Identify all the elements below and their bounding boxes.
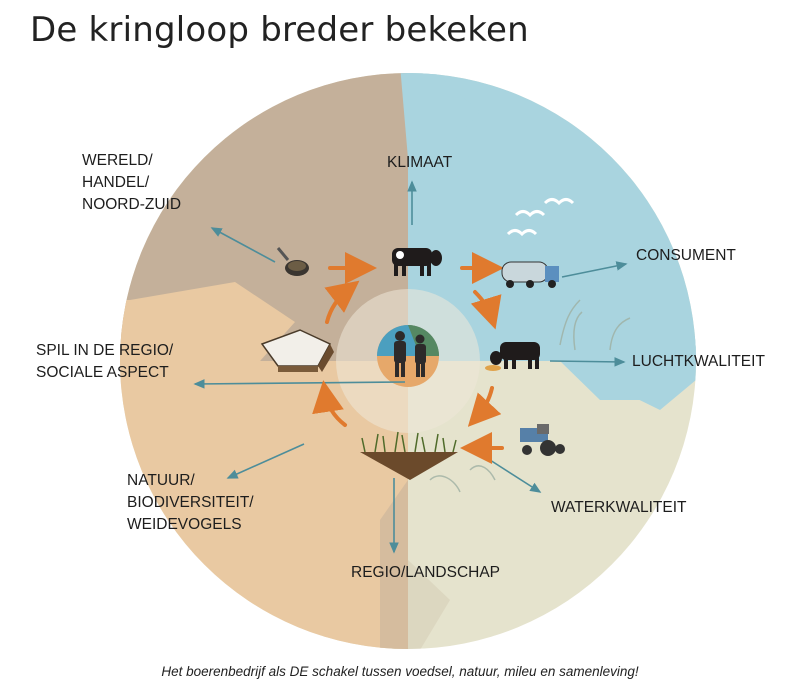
label-waterkwaliteit: WATERKWALITEIT (551, 499, 687, 516)
label-spil: SPIL IN DE REGIO/ SOCIALE ASPECT (36, 340, 173, 384)
cycle-arrow-7 (324, 280, 360, 324)
silage-icon (260, 329, 334, 372)
label-spil-line1: SPIL IN DE REGIO/ (36, 342, 174, 359)
milk-truck-icon (501, 261, 559, 288)
label-wereld-line2: HANDEL/ (82, 174, 150, 191)
label-natuur: NATUUR/ BIODIVERSITEIT/ WEIDEVOGELS (127, 470, 254, 536)
arrow-natuur (226, 443, 305, 479)
arrow-consument (561, 261, 628, 278)
arrow-lucht (549, 357, 626, 367)
label-natuur-line3: WEIDEVOGELS (127, 516, 242, 533)
label-luchtkwaliteit: LUCHTKWALITEIT (632, 353, 765, 370)
arrow-spil (193, 379, 406, 389)
label-consument: CONSUMENT (636, 247, 736, 264)
cycle-arrow-6 (312, 380, 347, 427)
label-wereld: WERELD/ HANDEL/ NOORD-ZUID (82, 150, 181, 216)
label-natuur-line1: NATUUR/ (127, 472, 195, 489)
label-spil-line2: SOCIALE ASPECT (36, 364, 169, 381)
page-title: De kringloop breder bekeken (30, 10, 529, 50)
grazing-cow-icon (485, 342, 540, 371)
birds-icon (506, 198, 575, 237)
label-wereld-line1: WERELD/ (82, 152, 153, 169)
label-natuur-line2: BIODIVERSITEIT/ (127, 494, 254, 511)
caption: Het boerenbedrijf als DE schakel tussen … (161, 664, 639, 679)
cycle-arrow-3 (470, 290, 502, 330)
cycle-arrow-4 (467, 386, 502, 427)
soil-grass-icon (360, 431, 458, 480)
tractor-icon (520, 424, 565, 456)
arrow-wereld (210, 227, 276, 263)
label-regio-landschap: REGIO/LANDSCHAP (351, 564, 501, 581)
cow-icon (392, 248, 442, 276)
feed-scoop-icon (276, 247, 309, 276)
label-wereld-line3: NOORD-ZUID (82, 196, 182, 213)
arrow-water (489, 459, 542, 493)
label-klimaat: KLIMAAT (387, 154, 453, 171)
